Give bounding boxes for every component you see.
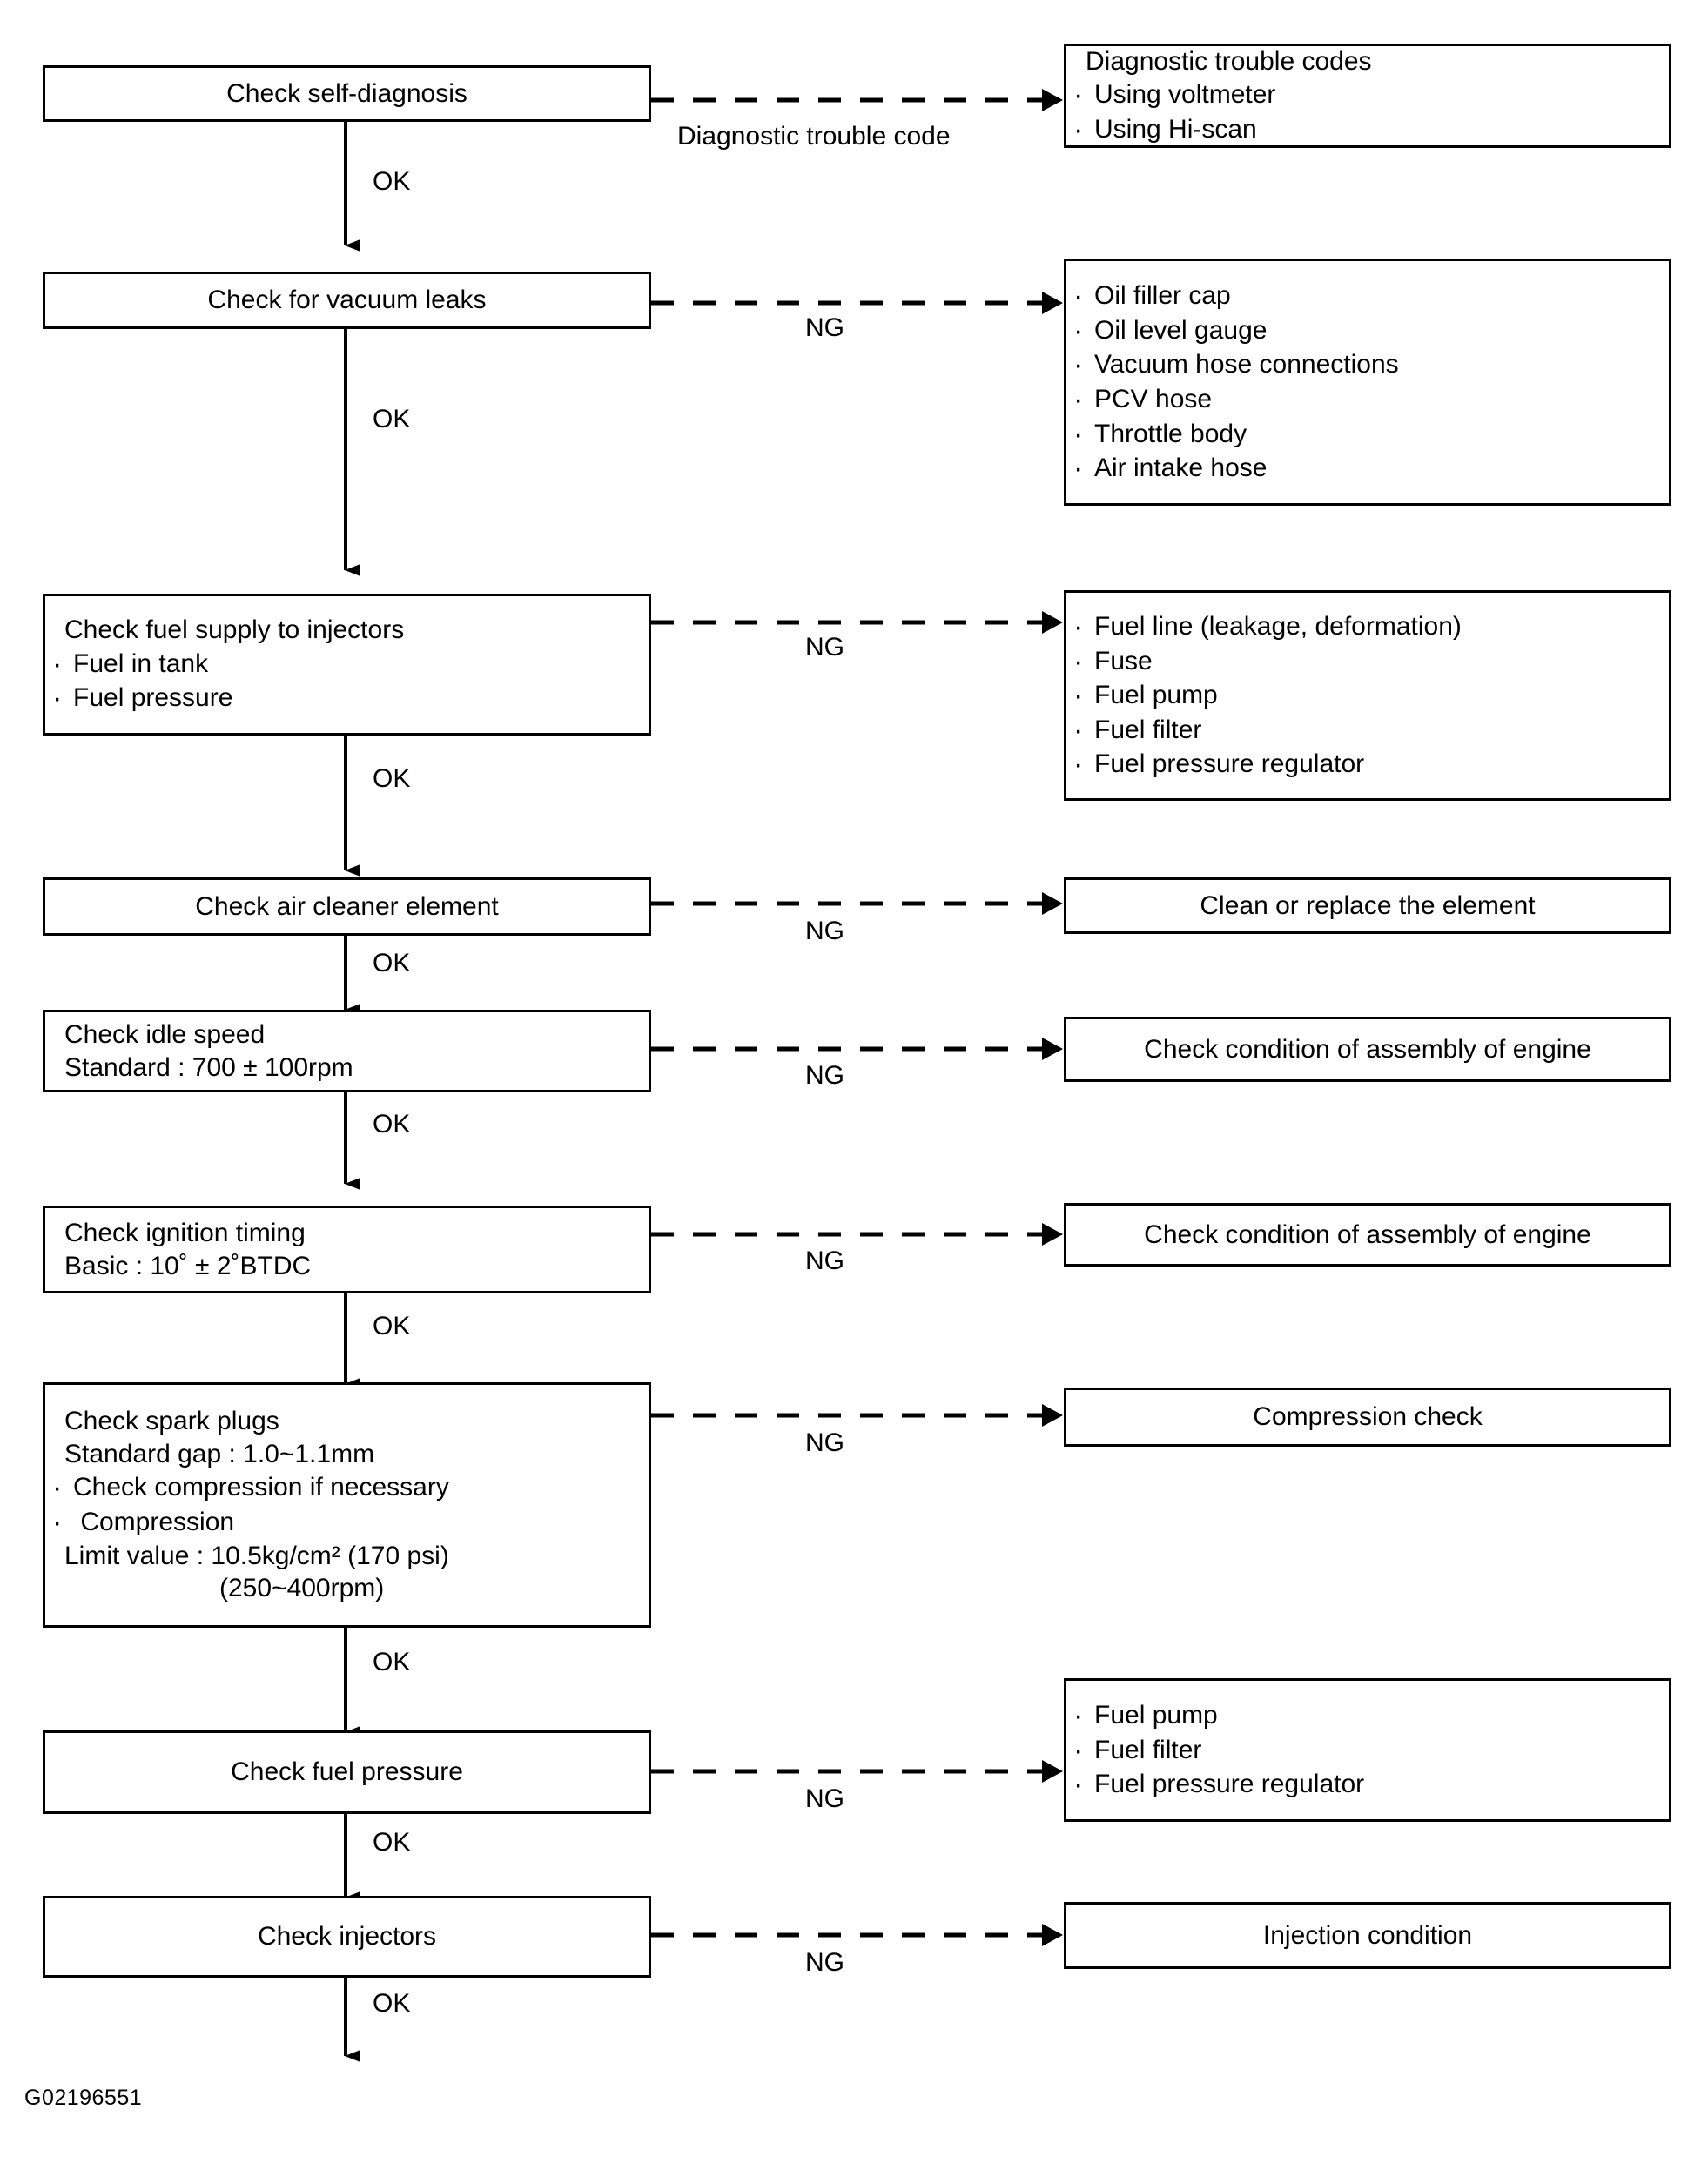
list-item: Fuel pressure regulator xyxy=(1066,1765,1669,1804)
list-item: Fuel filter xyxy=(1066,711,1669,749)
step-spec-limit: Limit value : 10.5kg/cm² (170 psi) xyxy=(64,1541,449,1570)
step-spec: Basic : 10˚ ± 2˚BTDC xyxy=(64,1251,312,1280)
step-check-self-diagnosis[interactable]: Check self-diagnosis xyxy=(43,65,651,122)
step-title: Check fuel supply to injectors xyxy=(64,615,405,645)
list-item: Fuel pump xyxy=(1066,1697,1669,1735)
edge-label-ng-5: NG xyxy=(805,1246,844,1275)
result-engine-assembly-idle[interactable]: Check condition of assembly of engine xyxy=(1064,1017,1671,1082)
edge-label-ok-4: OK xyxy=(373,949,411,978)
result-diagnostic-trouble-codes[interactable]: Diagnostic trouble codes Using voltmeter… xyxy=(1064,44,1671,149)
list-item: Fuel pump xyxy=(1066,676,1669,715)
result-title: Check condition of assembly of engine xyxy=(1144,1034,1591,1064)
step-title: Check injectors xyxy=(257,1922,437,1952)
step-title: Check for vacuum leaks xyxy=(207,286,487,315)
result-vacuum-leak-content[interactable]: Oil filler cap Oil level gauge Vacuum ho… xyxy=(1064,259,1671,506)
edge-label-ng-7: NG xyxy=(805,1784,844,1813)
edge-label-ng-1: NG xyxy=(805,313,844,342)
list-item: Air intake hose xyxy=(1066,449,1669,487)
list-item: Fuel pressure regulator xyxy=(1066,745,1669,783)
list-item: Using voltmeter xyxy=(1066,76,1669,114)
step-spec-limit-rpm: (250~400rpm) xyxy=(219,1574,385,1603)
list-item: Oil filler cap xyxy=(1066,277,1669,315)
list-item: Fuel pressure xyxy=(45,679,649,717)
edge-label-ng-6: NG xyxy=(805,1428,844,1457)
edge-label-ng-8: NG xyxy=(805,1948,844,1977)
result-fuel-pressure-items[interactable]: Fuel pump Fuel filter Fuel pressure regu… xyxy=(1064,1678,1671,1822)
step-check-injectors[interactable]: Check injectors xyxy=(43,1896,651,1978)
result-bullets: Fuel line (leakage, deformation) Fuse Fu… xyxy=(1066,608,1669,784)
list-item: Throttle body xyxy=(1066,415,1669,454)
edge-label-ok-2: OK xyxy=(373,405,411,433)
result-fuel-supply-items[interactable]: Fuel line (leakage, deformation) Fuse Fu… xyxy=(1064,590,1671,801)
step-check-fuel-supply[interactable]: Check fuel supply to injectors Fuel in t… xyxy=(43,594,651,736)
branch-connectors xyxy=(651,89,1063,1946)
result-bullets: Oil filler cap Oil level gauge Vacuum ho… xyxy=(1066,277,1669,487)
list-item: Oil level gauge xyxy=(1066,312,1669,350)
result-compression-check[interactable]: Compression check xyxy=(1064,1388,1671,1447)
result-title: Clean or replace the element xyxy=(1200,890,1536,920)
edge-label-ok-3: OK xyxy=(373,764,411,793)
list-item: Check compression if necessary xyxy=(45,1468,649,1507)
edge-label-ng-2: NG xyxy=(805,633,844,662)
step-check-idle-speed[interactable]: Check idle speed Standard : 700 ± 100rpm xyxy=(43,1010,651,1092)
step-check-fuel-pressure[interactable]: Check fuel pressure xyxy=(43,1730,651,1814)
edge-label-ok-6: OK xyxy=(373,1312,411,1340)
step-check-air-cleaner[interactable]: Check air cleaner element xyxy=(43,877,651,936)
step-spec-gap: Standard gap : 1.0~1.1mm xyxy=(64,1439,375,1468)
list-item: Vacuum hose connections xyxy=(1066,346,1669,384)
edge-label-ok-1: OK xyxy=(373,167,411,196)
list-item: Fuse xyxy=(1066,642,1669,681)
step-title: Check idle speed xyxy=(64,1020,266,1049)
edge-label-ok-9: OK xyxy=(373,1989,411,2018)
result-clean-replace-element[interactable]: Clean or replace the element xyxy=(1064,877,1671,934)
result-title: Check condition of assembly of engine xyxy=(1144,1220,1591,1249)
step-check-spark-plugs[interactable]: Check spark plugs Standard gap : 1.0~1.1… xyxy=(43,1382,651,1628)
list-item: Using Hi-scan xyxy=(1066,111,1669,149)
step-title: Check spark plugs xyxy=(64,1407,279,1436)
result-bullets: Fuel pump Fuel filter Fuel pressure regu… xyxy=(1066,1697,1669,1804)
edge-label-ok-7: OK xyxy=(373,1648,411,1676)
result-bullets: Using voltmeter Using Hi-scan xyxy=(1066,76,1669,149)
list-item: Fuel filter xyxy=(1066,1731,1669,1770)
edge-label-ok-5: OK xyxy=(373,1110,411,1139)
step-spec: Standard : 700 ± 100rpm xyxy=(64,1052,353,1082)
step-title: Check ignition timing xyxy=(64,1219,306,1247)
list-item: PCV hose xyxy=(1066,380,1669,419)
result-title: Diagnostic trouble codes xyxy=(1086,46,1372,76)
step-bullets: Fuel in tank Fuel pressure xyxy=(45,645,649,718)
edge-label-ok-8: OK xyxy=(373,1828,411,1857)
step-title: Check air cleaner element xyxy=(195,891,499,921)
edge-label-ng-4: NG xyxy=(805,1061,844,1090)
figure-code: G02196551 xyxy=(24,2086,143,2110)
result-title: Compression check xyxy=(1253,1402,1483,1432)
result-engine-assembly-timing[interactable]: Check condition of assembly of engine xyxy=(1064,1203,1671,1267)
step-title: Check fuel pressure xyxy=(231,1757,463,1787)
step-bullets: Check compression if necessary Compressi… xyxy=(45,1468,649,1542)
result-injection-condition[interactable]: Injection condition xyxy=(1064,1902,1671,1969)
edge-label-ng-3: NG xyxy=(805,917,844,945)
list-item: Fuel line (leakage, deformation) xyxy=(1066,608,1669,646)
step-check-ignition-timing[interactable]: Check ignition timing Basic : 10˚ ± 2˚BT… xyxy=(43,1206,651,1293)
list-item: Fuel in tank xyxy=(45,645,649,683)
result-title: Injection condition xyxy=(1262,1920,1473,1950)
step-check-vacuum-leaks[interactable]: Check for vacuum leaks xyxy=(43,272,651,329)
list-item: Compression xyxy=(45,1503,649,1542)
step-title: Check self-diagnosis xyxy=(226,78,467,108)
edge-label-dtc: Diagnostic trouble code xyxy=(677,122,951,151)
